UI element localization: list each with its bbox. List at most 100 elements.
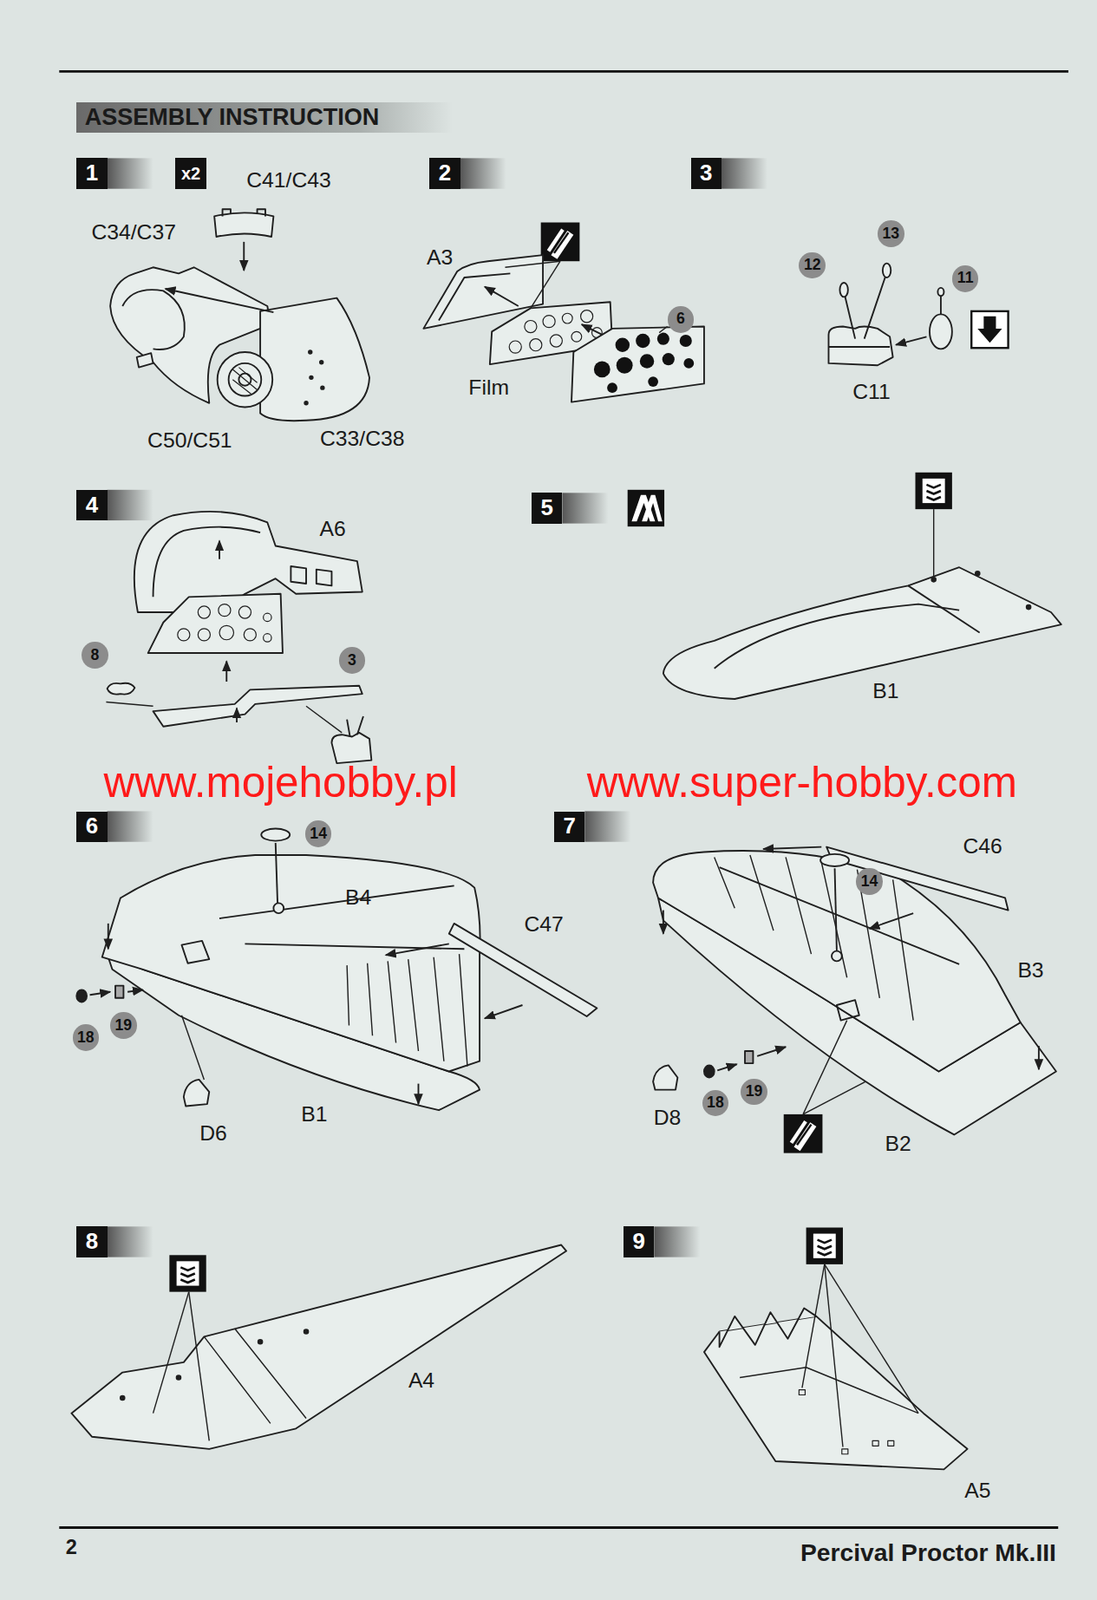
part-drawing [177,604,272,643]
part-drawing [235,708,238,723]
part-drawing [639,353,654,368]
part-drawing [828,346,890,348]
part-name: A6 [319,518,347,541]
callout-number: 14 [309,826,327,843]
part-drawing [615,337,630,352]
part-name: C11 [852,381,890,404]
part-drawing [940,293,942,315]
step-number: 9 [632,1230,645,1254]
part-drawing [607,382,618,393]
part-drawing [242,241,245,271]
step-tails [584,810,631,842]
step-tails [107,157,768,1257]
part-drawing [679,334,693,347]
part-drawing [120,1396,125,1401]
part-drawing [484,287,519,307]
part-drawing [828,326,893,366]
step-number: 8 [85,1230,98,1254]
callout-number: 11 [957,270,974,287]
step-number-box: 6 [76,811,107,843]
callout-number: 13 [881,226,900,242]
part-name: C47 [524,914,564,936]
part-drawing [183,1079,209,1107]
part-drawing [635,333,650,348]
part-drawing [331,732,372,764]
part-name: B1 [872,680,899,703]
callout-number: 8 [91,647,100,664]
part-drawing [714,855,914,1021]
part-drawing [165,288,275,313]
callout-number: 19 [745,1083,764,1100]
part-drawing [975,571,980,576]
part-drawing [218,604,231,617]
step-tails [107,1226,154,1257]
callout-circle: 3 [339,646,366,674]
part-drawing [714,604,960,669]
part-name: C41/C43 [246,169,332,192]
part-drawing [561,313,573,324]
part-name: A5 [964,1480,991,1502]
callout-number: 14 [861,874,879,890]
part-drawing [308,350,313,354]
step-tails [460,157,507,189]
part-drawing [571,331,582,342]
callout-number: 3 [347,652,357,669]
aa-icon [641,495,663,523]
part-drawing [717,1064,737,1071]
step-number-box: 3 [691,157,722,189]
callout-number: 12 [803,257,822,274]
part-drawing [115,985,124,999]
page-number: 2 [65,1537,78,1559]
part-drawing [232,367,257,395]
part-drawing [346,716,364,738]
callout-number: 18 [77,1030,95,1046]
part-drawing [122,289,185,350]
part-drawing [714,855,914,1021]
part-drawing [76,989,87,1002]
part-drawing [273,902,284,914]
part-drawing [228,363,262,397]
part-drawing [258,1339,263,1345]
part-drawing [530,261,561,308]
part-name: B4 [345,887,372,909]
title-text: ASSEMBLY INSTRUCTION [84,104,380,131]
callout-number: 19 [115,1018,133,1034]
part-drawing [102,855,481,1071]
part-drawing [719,1307,817,1347]
page-rules [58,1526,1058,1529]
part-drawing [647,376,659,387]
callout-circle: 8 [81,641,109,669]
step-number: 3 [699,162,712,185]
layer-icon [915,472,953,510]
callout-circle: 18 [72,1024,100,1052]
part-drawing [346,953,468,1066]
part-drawing [219,625,234,640]
part-name: C34/C37 [91,222,177,244]
step-tails [561,492,608,523]
part-drawing [662,352,675,366]
part-drawing [261,828,290,841]
part-drawing [657,333,670,346]
part-drawing [181,940,209,964]
step-number-box: 1 [76,157,107,189]
part-drawing [90,992,112,996]
part-drawing [218,541,221,560]
part-drawing [304,1329,309,1334]
part-drawing [931,577,936,582]
part-drawing [275,842,278,905]
callout-circle: 6 [667,306,695,334]
part-name: C33/C38 [319,428,405,451]
part-drawing [189,1292,210,1442]
page-rules [58,71,1069,1528]
step-number-box: 4 [76,489,107,521]
part-drawing [937,287,944,296]
part-drawing [798,1390,805,1396]
part-drawing [895,336,927,345]
part-drawing [803,1081,866,1115]
step-number: 1 [85,162,98,185]
part-drawing [71,1245,567,1450]
step-number-box: 7 [554,811,585,843]
part-drawing [929,313,953,349]
part-name: C50/C51 [147,430,233,452]
part-drawing [683,358,694,369]
